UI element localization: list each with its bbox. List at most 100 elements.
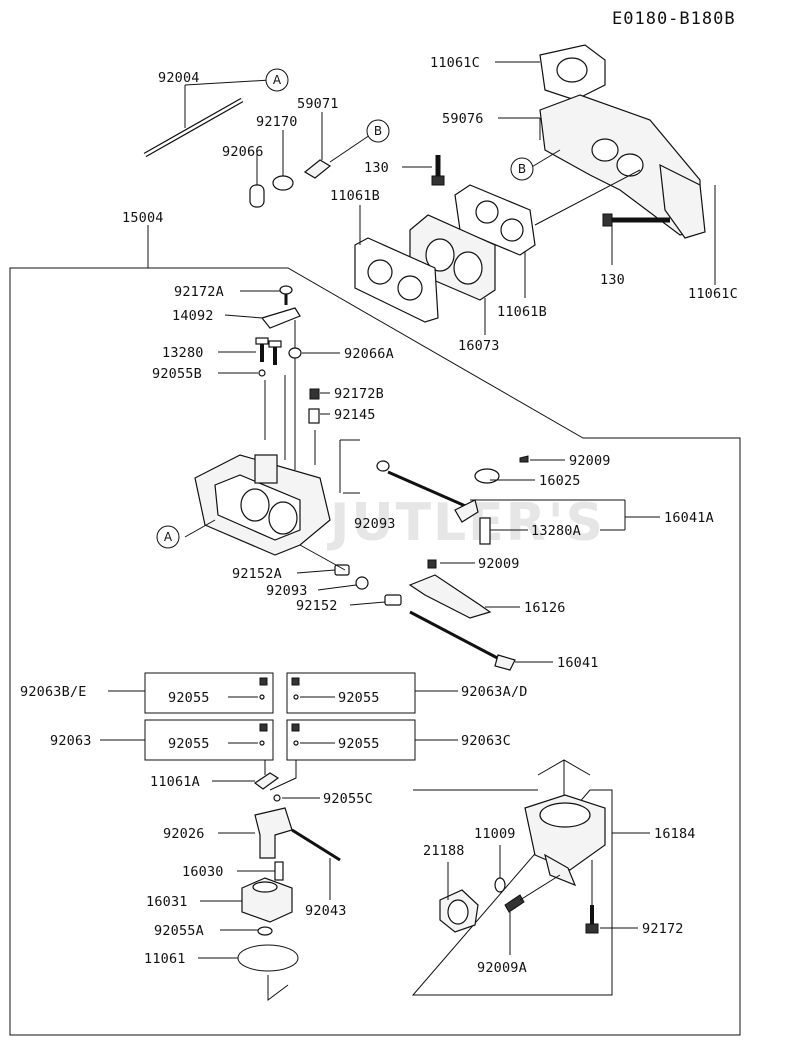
gasket-11061 bbox=[237, 944, 299, 972]
pin-92043 bbox=[291, 828, 341, 862]
carburetor-bore-2 bbox=[268, 501, 298, 535]
callout-B-manifold: B bbox=[510, 157, 534, 181]
screw-92172B bbox=[309, 388, 320, 400]
label-92172: 92172 bbox=[642, 921, 684, 937]
label-11061C-right: 11061C bbox=[688, 286, 738, 302]
gasket-11061B-lower bbox=[354, 237, 439, 323]
gasket-11061B-lower-hole-1 bbox=[367, 259, 393, 285]
lever-16126 bbox=[408, 574, 492, 619]
shaft-16025 bbox=[387, 470, 471, 510]
label-59076: 59076 bbox=[442, 111, 484, 127]
label-59071: 59071 bbox=[297, 96, 339, 112]
bowl-opening bbox=[539, 802, 591, 828]
jet-box-92063AD bbox=[286, 672, 416, 714]
leader-B-fitting bbox=[329, 134, 371, 163]
label-11061A: 11061A bbox=[150, 774, 200, 790]
collar-92152 bbox=[384, 594, 402, 606]
label-92026: 92026 bbox=[163, 826, 205, 842]
label-11009: 11009 bbox=[474, 826, 516, 842]
label-21188: 21188 bbox=[423, 843, 465, 859]
bowl-drain bbox=[544, 853, 577, 887]
gasket-11061C-hole bbox=[556, 57, 588, 83]
body-92026 bbox=[254, 807, 293, 859]
callout-B-top: B bbox=[366, 119, 390, 143]
oring-92055B bbox=[258, 369, 266, 377]
callout-A-carb: A bbox=[156, 525, 180, 549]
carburetor-jet-tower bbox=[254, 454, 278, 484]
label-130-top: 130 bbox=[364, 160, 389, 176]
jet-dot-1 bbox=[259, 694, 265, 700]
insulator-port-2 bbox=[453, 251, 483, 285]
lever-16041A bbox=[454, 499, 479, 523]
cap-92066A bbox=[288, 347, 302, 359]
label-11061C-top: 11061C bbox=[430, 55, 480, 71]
needle-16030 bbox=[274, 861, 284, 881]
manifold-body bbox=[659, 163, 706, 239]
jet-icon-1 bbox=[259, 677, 268, 686]
label-92152: 92152 bbox=[296, 598, 338, 614]
manifold-port-2 bbox=[616, 153, 644, 177]
manifold-port-1 bbox=[591, 138, 619, 162]
label-16025: 16025 bbox=[539, 473, 581, 489]
screw-92172 bbox=[585, 905, 599, 934]
oring-92055C bbox=[273, 794, 281, 802]
leader-92093-bracket bbox=[339, 439, 360, 493]
leader-bowl-top-v bbox=[537, 759, 591, 776]
screw-92009-a bbox=[519, 455, 529, 463]
label-16184: 16184 bbox=[654, 826, 696, 842]
fitting-59071 bbox=[303, 159, 332, 179]
leader-collar-axis bbox=[299, 544, 346, 571]
label-92055B: 92055B bbox=[152, 366, 202, 382]
label-92093-a: 92093 bbox=[354, 516, 396, 532]
stud-92004 bbox=[143, 97, 244, 158]
label-92066: 92066 bbox=[222, 144, 264, 160]
leader-A-top bbox=[184, 79, 271, 86]
screw-92009A bbox=[504, 894, 525, 913]
label-11061: 11061 bbox=[144, 951, 186, 967]
float-top bbox=[252, 881, 278, 893]
label-92170: 92170 bbox=[256, 114, 298, 130]
leader-92093-b bbox=[317, 584, 357, 591]
label-15004: 15004 bbox=[122, 210, 164, 226]
jet-icon-4 bbox=[291, 723, 300, 732]
callout-A-top: A bbox=[265, 68, 289, 92]
leader-92009A-to-bowl bbox=[519, 874, 561, 901]
label-92063: 92063 bbox=[50, 733, 92, 749]
label-92055A: 92055A bbox=[154, 923, 204, 939]
plate-16025 bbox=[474, 468, 500, 484]
gasket-11061A bbox=[253, 772, 280, 790]
spring-92145 bbox=[308, 408, 320, 424]
label-92055C: 92055C bbox=[323, 791, 373, 807]
label-11061B-left: 11061B bbox=[330, 188, 380, 204]
seal-92093-b bbox=[355, 576, 369, 590]
label-92004: 92004 bbox=[158, 70, 200, 86]
shaft-16041-end bbox=[494, 654, 516, 671]
jet-box-92063BE bbox=[144, 672, 274, 714]
gasket-11061B-lower-hole-2 bbox=[397, 275, 423, 301]
leader-bowl-bottom bbox=[267, 975, 289, 1001]
jet-icon-2 bbox=[291, 677, 300, 686]
label-16031: 16031 bbox=[146, 894, 188, 910]
label-13280: 13280 bbox=[162, 345, 204, 361]
label-16030: 16030 bbox=[182, 864, 224, 880]
carburetor-bore-1 bbox=[240, 488, 270, 522]
leader-A-carb bbox=[184, 519, 216, 538]
label-92063C: 92063C bbox=[461, 733, 511, 749]
label-16073: 16073 bbox=[458, 338, 500, 354]
label-92055-3: 92055 bbox=[168, 736, 210, 752]
gasket-11061B-upper-hole-2 bbox=[500, 218, 524, 242]
screw-92009-b bbox=[427, 559, 437, 569]
svg-text:B: B bbox=[518, 162, 526, 176]
label-14092: 14092 bbox=[172, 308, 214, 324]
jet-icon-3 bbox=[259, 723, 268, 732]
clamp-92170 bbox=[272, 175, 294, 191]
seal-92093-a bbox=[376, 460, 390, 472]
label-92066A: 92066A bbox=[344, 346, 394, 362]
label-92055-1: 92055 bbox=[168, 690, 210, 706]
gasket-11061B-upper-hole-1 bbox=[475, 200, 499, 224]
label-11061B-bottom: 11061B bbox=[497, 304, 547, 320]
label-130-right: 130 bbox=[600, 272, 625, 288]
label-92055-2: 92055 bbox=[338, 690, 380, 706]
